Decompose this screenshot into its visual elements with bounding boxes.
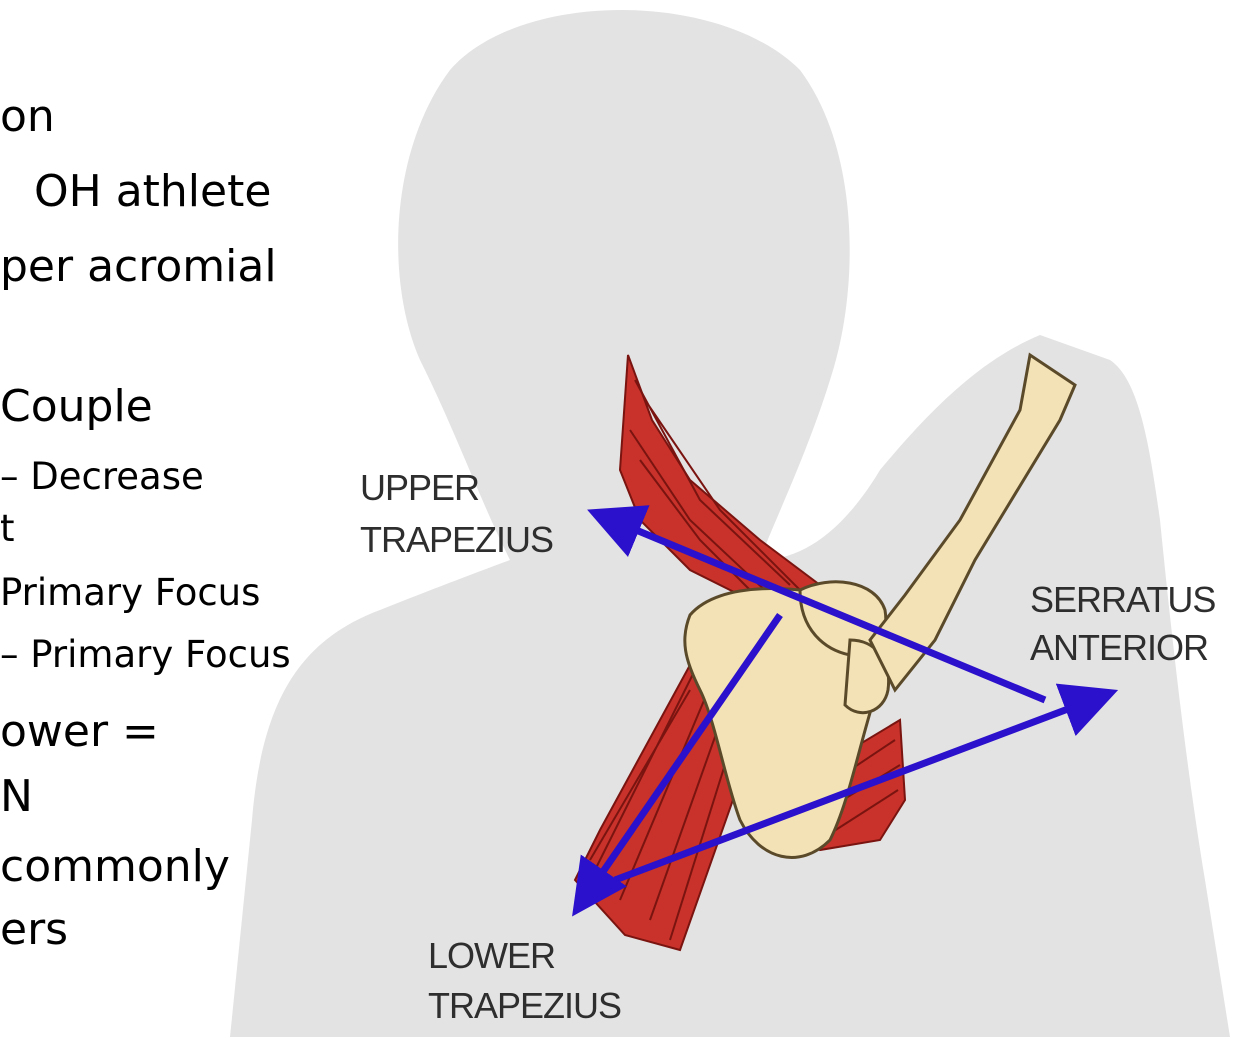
text-line: Primary Focus: [0, 574, 260, 611]
text-line: – Decrease: [0, 458, 204, 495]
text-line: – Primary Focus: [0, 636, 291, 673]
text-line: ower =: [0, 710, 159, 754]
text-line: commonly: [0, 845, 230, 889]
text-line: per acromial: [0, 245, 277, 289]
text-line: on: [0, 95, 55, 139]
text-line: ers: [0, 908, 68, 952]
text-line: N: [0, 775, 33, 819]
text-line: OH athlete: [34, 170, 271, 214]
text-line: t: [0, 510, 15, 547]
text-line: Couple: [0, 385, 153, 429]
